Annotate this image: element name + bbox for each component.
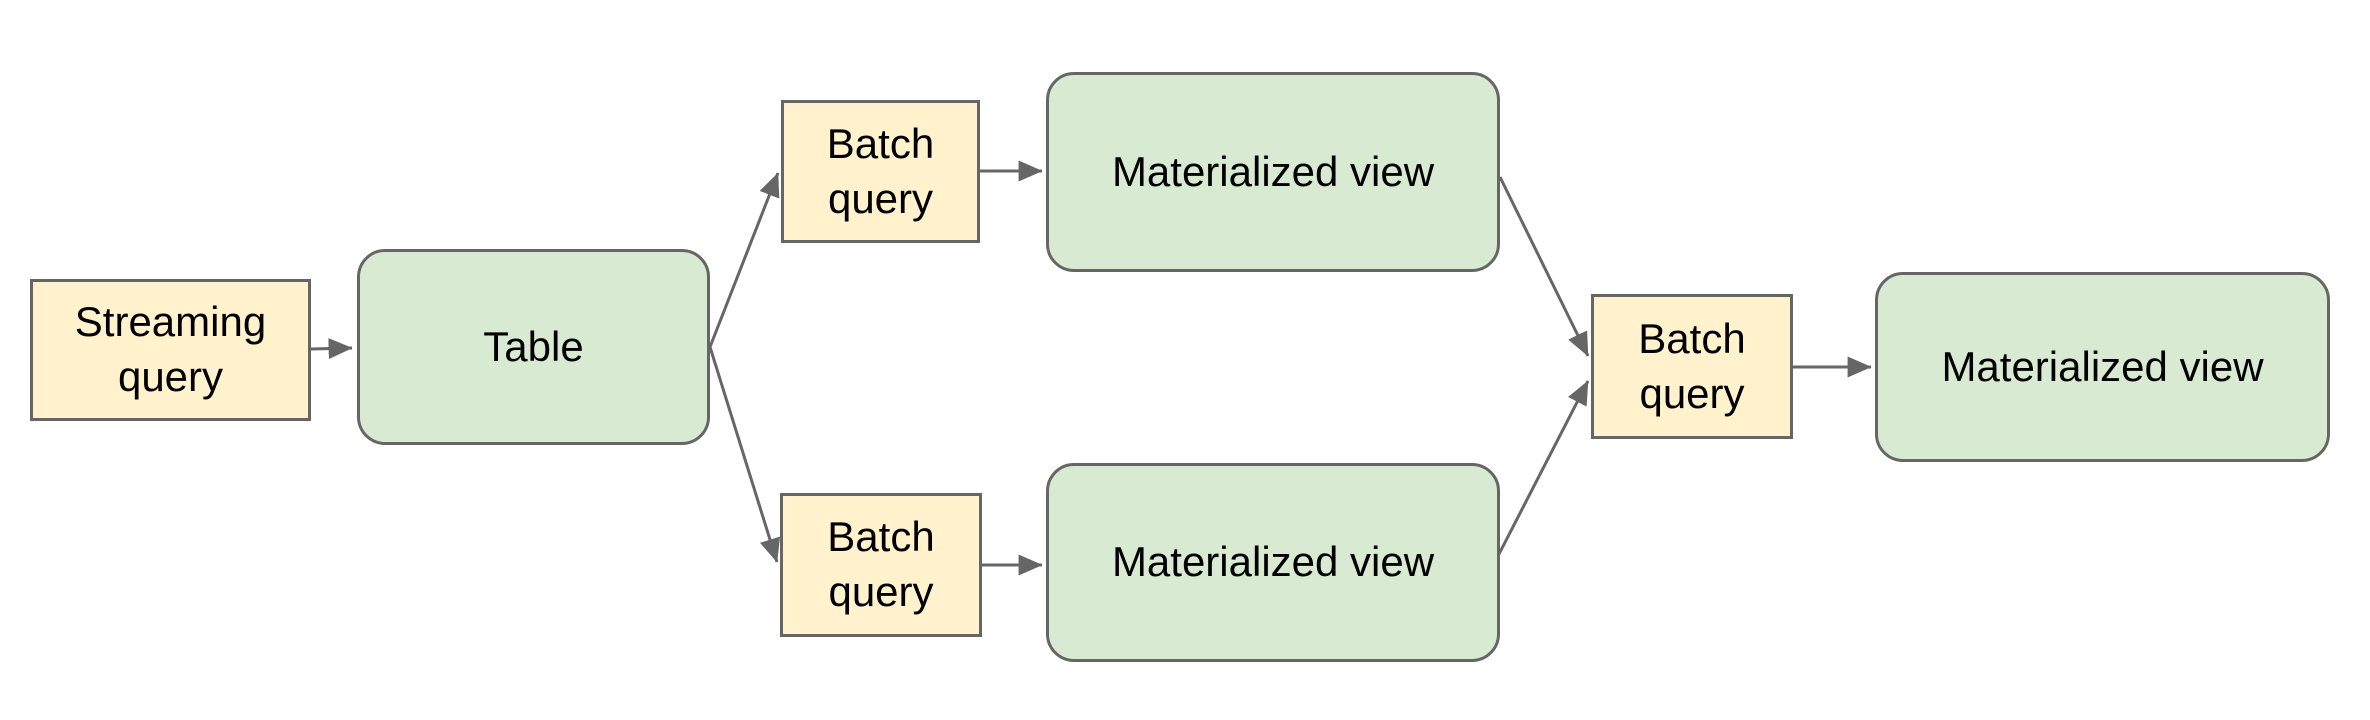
node-batch-query-top-label: Batch query: [826, 119, 935, 222]
arrow-materialized-view-bottom-to-batch-query-right: [1496, 380, 1590, 557]
node-table-label: Table: [483, 322, 584, 370]
arrow-materialized-view-top-to-batch-query-right: [1498, 176, 1590, 357]
node-streaming-query: Streaming query: [30, 279, 311, 421]
node-batch-query-right: Batch query: [1591, 294, 1793, 439]
node-batch-query-bottom: Batch query: [780, 493, 982, 637]
node-materialized-view-right: Materialized view: [1875, 272, 2330, 462]
node-materialized-view-right-label: Materialized view: [1941, 342, 2264, 390]
node-streaming-query-label: Streaming query: [74, 298, 267, 400]
arrow-table-to-batch-query-top: [708, 172, 780, 348]
arrow-streaming-query-to-table: [310, 338, 353, 360]
node-batch-query-right-label: Batch query: [1638, 314, 1746, 417]
node-materialized-view-bottom: Materialized view: [1046, 463, 1500, 662]
node-materialized-view-top: Materialized view: [1046, 72, 1500, 272]
arrow-table-to-batch-query-bottom: [708, 346, 781, 563]
node-batch-query-bottom-label: Batch query: [827, 513, 935, 615]
node-batch-query-top: Batch query: [781, 100, 980, 243]
node-table: Table: [357, 249, 710, 445]
node-materialized-view-top-label: Materialized view: [1111, 147, 1435, 195]
node-materialized-view-bottom-label: Materialized view: [1111, 538, 1435, 586]
